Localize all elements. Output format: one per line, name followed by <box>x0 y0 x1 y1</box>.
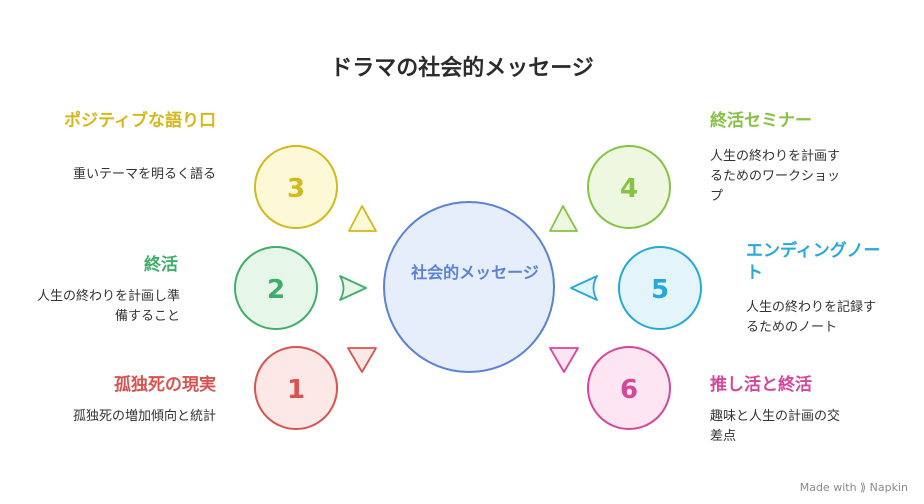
item-5-heading: エンディングノート <box>746 241 881 283</box>
item-3-heading: ポジティブな語り口 <box>64 111 216 131</box>
item-1-arrow-icon <box>347 347 377 373</box>
item-2-arrow-icon <box>339 275 367 301</box>
item-1-number: 1 <box>287 375 305 405</box>
item-4-circle <box>587 145 671 229</box>
item-4-heading: 終活セミナー <box>710 111 812 131</box>
napkin-watermark: Made with ⟫ Napkin <box>799 481 908 494</box>
item-1-heading: 孤独死の現実 <box>114 375 216 395</box>
item-4-description: 人生の終わりを計画するためのワークショップ <box>710 149 841 204</box>
item-5-arrow-icon <box>570 275 598 301</box>
item-3-number: 3 <box>287 174 305 204</box>
item-2-description: 人生の終わりを計画し準備すること <box>36 289 180 324</box>
item-6-description: 趣味と人生の計画の交差点 <box>710 409 841 444</box>
center-circle <box>383 201 555 373</box>
item-2-circle <box>234 246 318 330</box>
item-5-number: 5 <box>651 275 669 305</box>
item-3-description: 重いテーマを明るく語る <box>72 167 216 182</box>
center-label: 社会的メッセージ <box>411 263 539 282</box>
item-6-heading: 推し活と終活 <box>710 375 812 395</box>
item-3-circle <box>254 145 338 229</box>
item-4-arrow-icon <box>549 205 578 232</box>
item-5-description: 人生の終わりを記録するためのノート <box>746 300 877 335</box>
item-4-number: 4 <box>620 174 638 204</box>
item-5-circle <box>618 246 702 330</box>
diagram-title: ドラマの社会的メッセージ <box>330 56 594 81</box>
item-6-number: 6 <box>620 375 638 405</box>
item-2-number: 2 <box>267 275 285 305</box>
item-2-heading: 終活 <box>144 255 178 275</box>
item-6-arrow-icon <box>549 347 579 373</box>
item-6-circle <box>587 346 671 430</box>
item-1-description: 孤独死の増加傾向と統計 <box>72 409 216 424</box>
item-3-arrow-icon <box>348 205 377 232</box>
item-1-circle <box>254 346 338 430</box>
